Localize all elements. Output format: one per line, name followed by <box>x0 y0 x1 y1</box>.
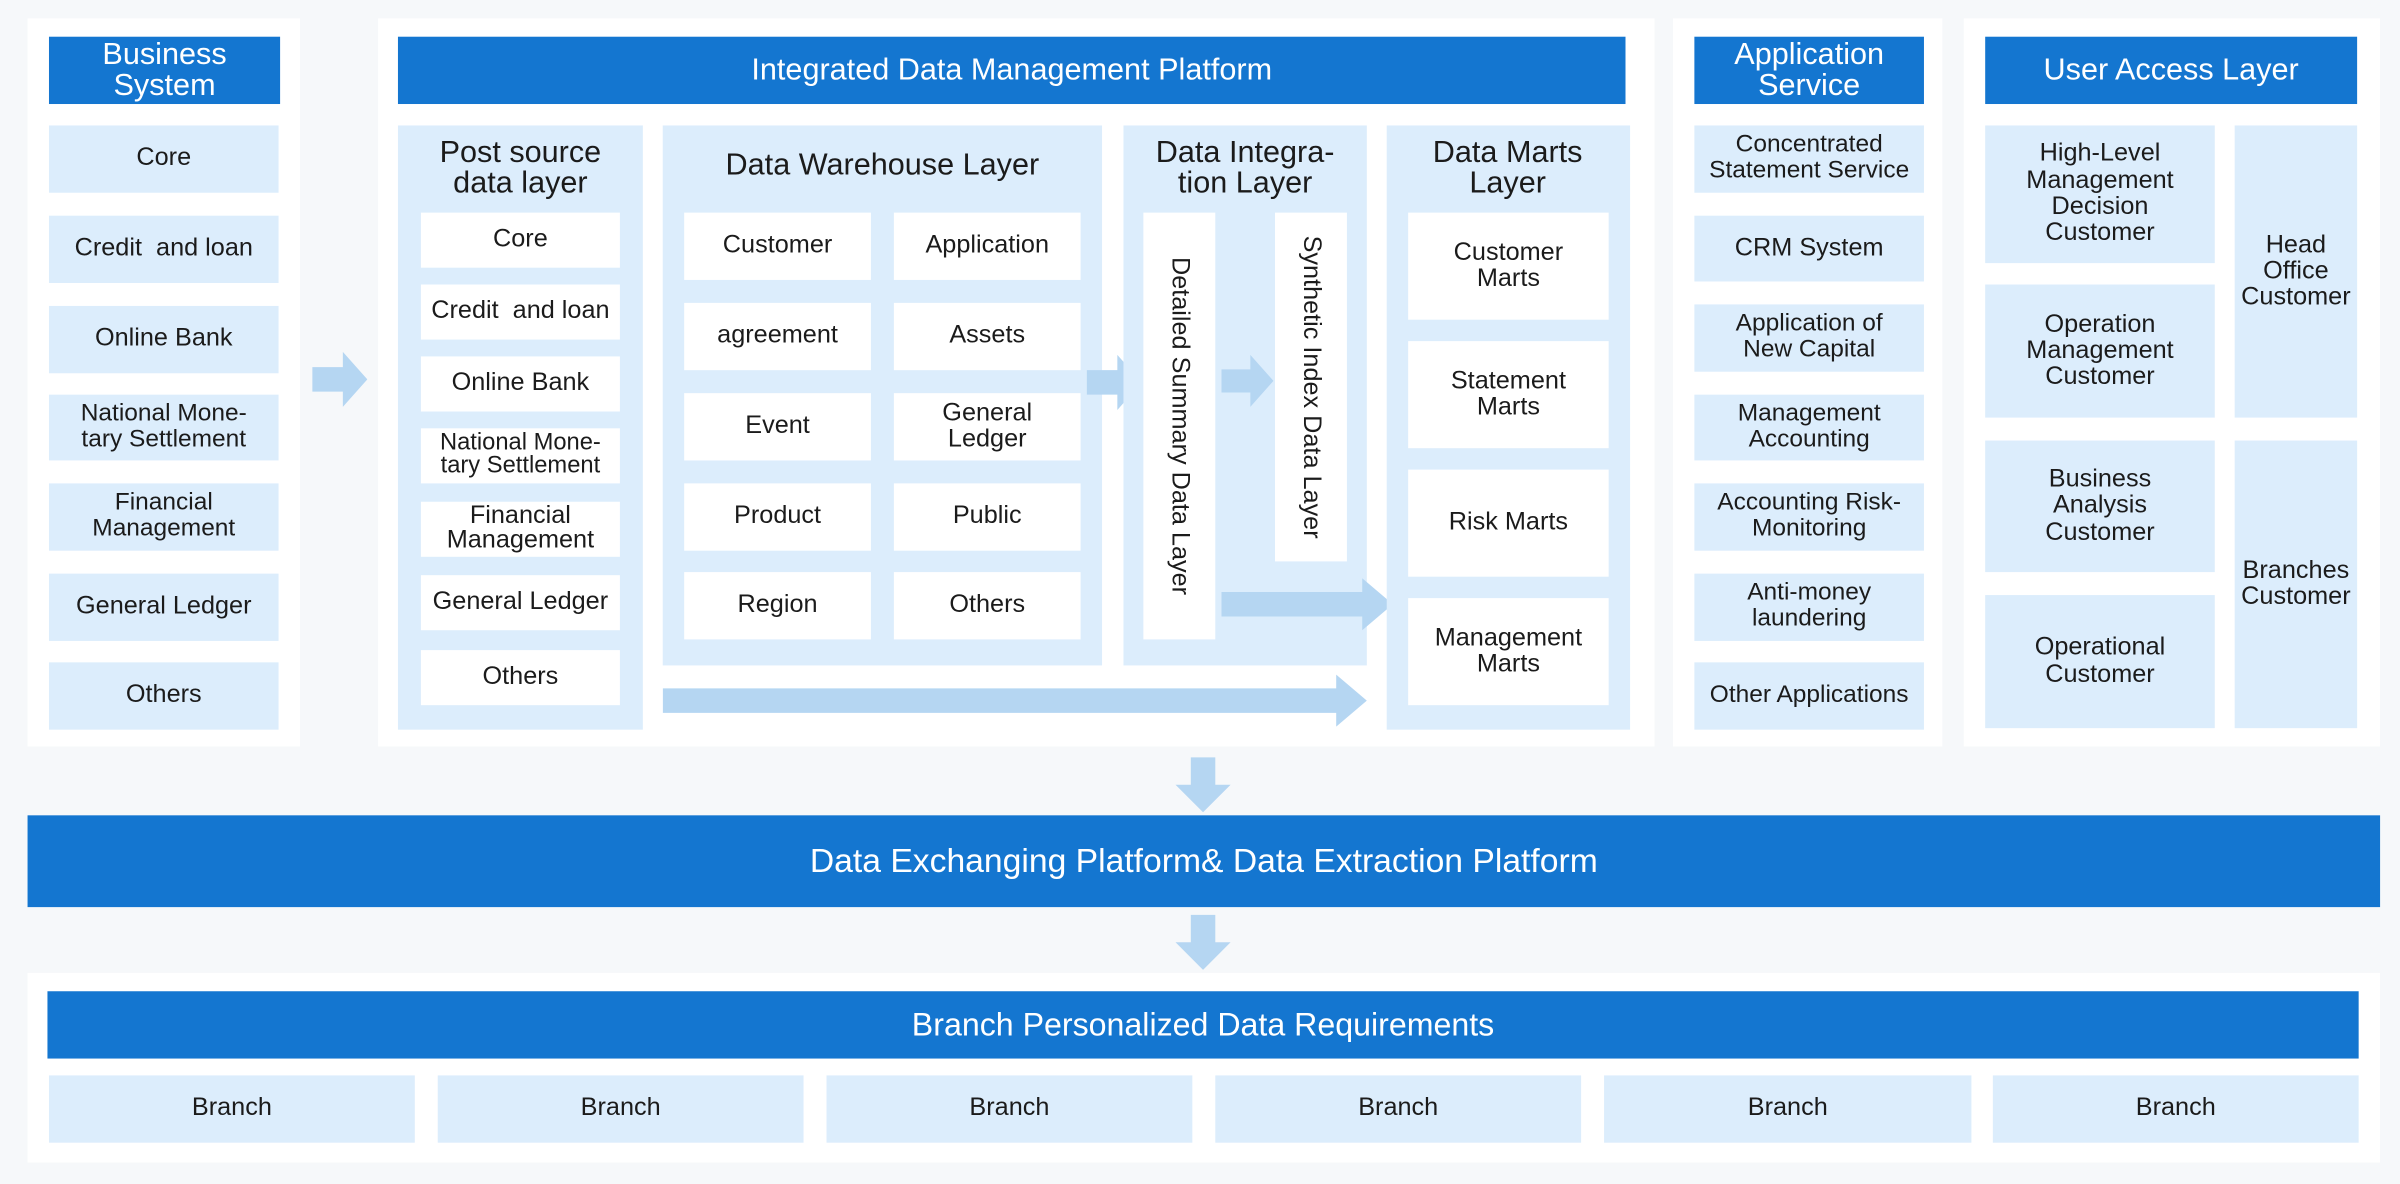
warehouse-item-general-ledger: General Ledger <box>893 393 1081 461</box>
marts-item-statement: Statement Marts <box>1408 341 1609 449</box>
data-warehouse-title: Data Warehouse Layer <box>725 148 1040 183</box>
long-arrow-right-icon <box>662 674 1367 727</box>
user-access-header: User Access Layer <box>1985 36 2358 105</box>
app-item-management-accounting: Management Accounting <box>1694 394 1924 461</box>
business-item-online-bank: Online Bank <box>48 305 279 374</box>
arrow-down-icon <box>1175 757 1231 813</box>
branch-item: Branch <box>1992 1075 2359 1143</box>
branch-item: Branch <box>1604 1075 1972 1143</box>
app-item-crm: CRM System <box>1694 215 1924 282</box>
post-source-item-settlement: National Mone-tary Settlement <box>420 428 620 484</box>
warehouse-item-region: Region <box>684 572 871 640</box>
marts-item-risk: Risk Marts <box>1408 469 1609 577</box>
arrow-down-icon <box>1175 914 1231 970</box>
branch-item: Branch <box>826 1075 1193 1143</box>
branch-header: Branch Personalized Data Requirements <box>47 991 2359 1059</box>
business-item-ledger: General Ledger <box>48 573 279 641</box>
arrow-right-icon <box>312 351 368 407</box>
arrow-right-icon <box>1221 354 1274 407</box>
application-service-header: Application Service <box>1694 36 1924 105</box>
marts-item-customer: Customer Marts <box>1408 212 1609 320</box>
branch-item: Branch <box>437 1075 804 1143</box>
warehouse-item-event: Event <box>684 393 871 461</box>
warehouse-item-customer: Customer <box>684 212 871 280</box>
app-item-other: Other Applications <box>1694 662 1924 730</box>
user-item-branches: Branches Customer <box>2234 440 2358 729</box>
user-item-operation-management: Operation Management Customer <box>1985 284 2215 418</box>
business-item-financial: Financial Management <box>48 483 279 551</box>
post-source-item-financial: Financial Management <box>420 501 620 557</box>
business-item-credit: Credit and loan <box>48 215 279 283</box>
business-item-core: Core <box>48 125 279 193</box>
data-exchange-platform-bar: Data Exchanging Platform& Data Extractio… <box>27 815 2381 908</box>
post-source-item-core: Core <box>420 212 620 268</box>
long-arrow-right-icon <box>1221 578 1393 631</box>
user-item-head-office: Head Office Customer <box>2234 125 2358 418</box>
warehouse-item-product: Product <box>684 483 871 551</box>
marts-item-management: Management Marts <box>1408 598 1609 706</box>
app-item-statement-service: Concentrated Statement Service <box>1694 125 1924 193</box>
post-source-item-ledger: General Ledger <box>420 575 620 631</box>
post-source-item-online-bank: Online Bank <box>420 356 620 412</box>
user-item-high-level: High-Level Management Decision Customer <box>1985 125 2215 264</box>
business-item-others: Others <box>48 662 279 730</box>
data-integration-title: Data Integra-tion Layer <box>1155 136 1335 201</box>
warehouse-item-application: Application <box>893 212 1081 280</box>
data-marts-title: Data Marts Layer <box>1432 136 1583 201</box>
user-item-business-analysis: Business Analysis Customer <box>1985 440 2215 573</box>
branch-item: Branch <box>48 1075 415 1143</box>
synthetic-index-data-layer: Synthetic Index Data Layer <box>1274 212 1347 562</box>
app-item-risk-monitoring: Accounting Risk-Monitoring <box>1694 483 1924 551</box>
post-source-item-credit: Credit and loan <box>420 284 620 340</box>
user-item-operational: Operational Customer <box>1985 595 2215 729</box>
warehouse-item-agreement: agreement <box>684 302 871 371</box>
warehouse-item-others: Others <box>893 572 1081 640</box>
app-item-new-capital: Application of New Capital <box>1694 304 1924 372</box>
post-source-item-others: Others <box>420 650 620 706</box>
platform-header: Integrated Data Management Platform <box>397 36 1626 105</box>
business-item-settlement: National Mone-tary Settlement <box>48 394 279 461</box>
warehouse-item-assets: Assets <box>893 302 1081 371</box>
app-item-anti-money: Anti-money laundering <box>1694 573 1924 641</box>
branch-item: Branch <box>1215 1075 1582 1143</box>
post-source-title: Post source data layer <box>439 136 602 201</box>
warehouse-item-public: Public <box>893 483 1081 551</box>
business-system-header: Business System <box>48 36 281 105</box>
detailed-summary-data-layer: Detailed Summary Data Layer <box>1143 212 1216 640</box>
